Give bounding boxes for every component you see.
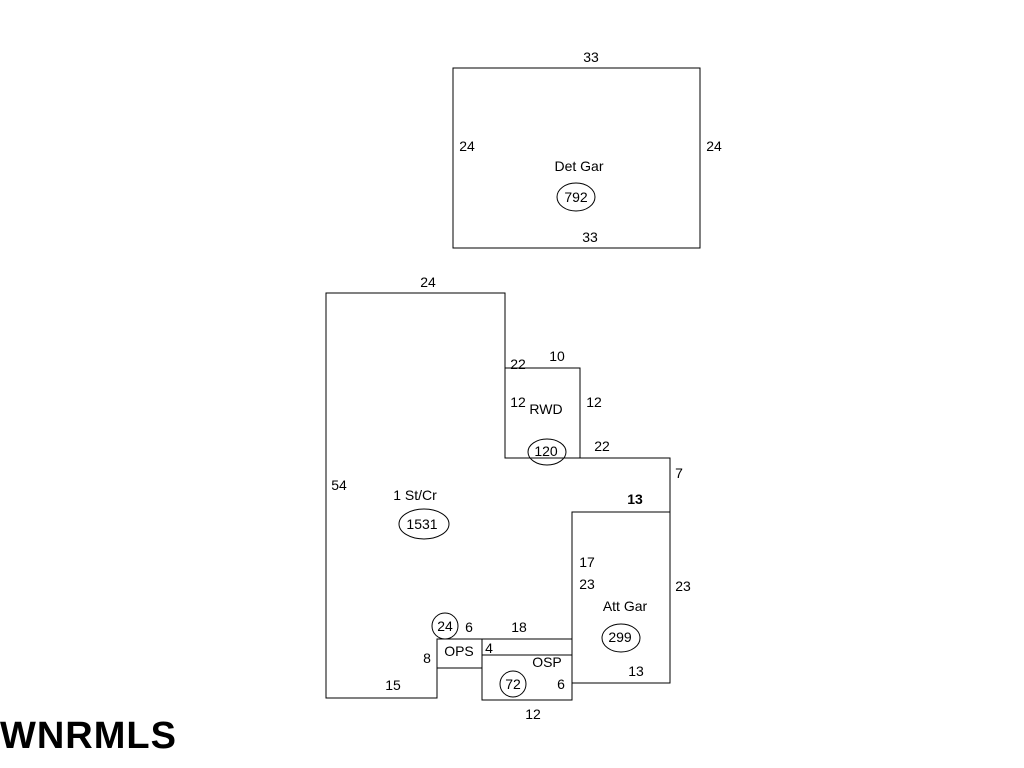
osp-dim-right: 6	[557, 676, 565, 692]
detached-garage-label: Det Gar	[554, 158, 603, 174]
rwd-dim-top: 10	[549, 348, 565, 364]
ops-area: 24	[437, 618, 453, 634]
rwd-label: RWD	[529, 401, 562, 417]
attached-garage-dim-top: 13	[627, 491, 643, 507]
wnrmls-logo: WNRMLS	[0, 715, 177, 757]
detached-garage-dim-top: 33	[583, 49, 599, 65]
detached-garage: 33 24 24 Det Gar 792 33	[452, 49, 722, 249]
rwd: 10 12 RWD 12 120 22	[504, 348, 610, 466]
detached-garage-dim-right: 24	[706, 138, 722, 154]
rwd-dim-left: 12	[510, 394, 526, 410]
detached-garage-dim-left: 24	[459, 138, 475, 154]
attached-garage-dim-right: 23	[675, 578, 691, 594]
main-house-dim-bottom: 15	[385, 677, 401, 693]
main-house-area: 1531	[406, 516, 437, 532]
osp-area: 72	[505, 676, 521, 692]
main-house-area-oval	[398, 508, 450, 540]
osp-outline	[481, 654, 573, 701]
main-house-dim-top: 24	[420, 274, 436, 290]
ops: 24 6 OPS 4	[431, 612, 493, 669]
ops-dim-top: 6	[465, 619, 473, 635]
main-house-dim-ops-side: 8	[423, 650, 431, 666]
attached-garage-dim-left-upper: 17	[579, 554, 595, 570]
rwd-area-oval	[527, 438, 567, 466]
osp: 18 OSP 72 6 12	[481, 619, 573, 722]
attached-garage-label: Att Gar	[603, 598, 648, 614]
attached-garage-area-oval	[601, 623, 641, 653]
osp-label: OSP	[532, 654, 562, 670]
osp-dim-bottom: 12	[525, 706, 541, 722]
attached-garage-dim-left-lower: 23	[579, 576, 595, 592]
rwd-outline	[504, 367, 581, 459]
osp-dim-top: 18	[511, 619, 527, 635]
main-house-label: 1 St/Cr	[393, 487, 437, 503]
ops-dim-right: 4	[485, 640, 493, 656]
ops-outline	[436, 638, 483, 669]
rwd-dim-bottom-right: 22	[594, 438, 610, 454]
ops-label: OPS	[444, 643, 474, 659]
detached-garage-area: 792	[564, 189, 588, 205]
detached-garage-dim-bottom: 33	[582, 229, 598, 245]
main-house-dim-step-right: 7	[675, 465, 683, 481]
attached-garage-area: 299	[608, 629, 632, 645]
rwd-dim-right: 12	[586, 394, 602, 410]
ops-area-oval	[431, 612, 459, 640]
attached-garage-outline	[571, 511, 671, 684]
detached-garage-area-oval	[556, 182, 596, 212]
rwd-area: 120	[534, 443, 558, 459]
attached-garage-dim-bottom: 13	[628, 663, 644, 679]
osp-area-oval	[499, 670, 527, 698]
main-house-dim-notch-right: 22	[510, 356, 526, 372]
attached-garage: 13 17 23 23 Att Gar 299 13	[571, 491, 691, 684]
main-house-dim-left: 54	[331, 477, 347, 493]
detached-garage-outline	[452, 67, 701, 249]
